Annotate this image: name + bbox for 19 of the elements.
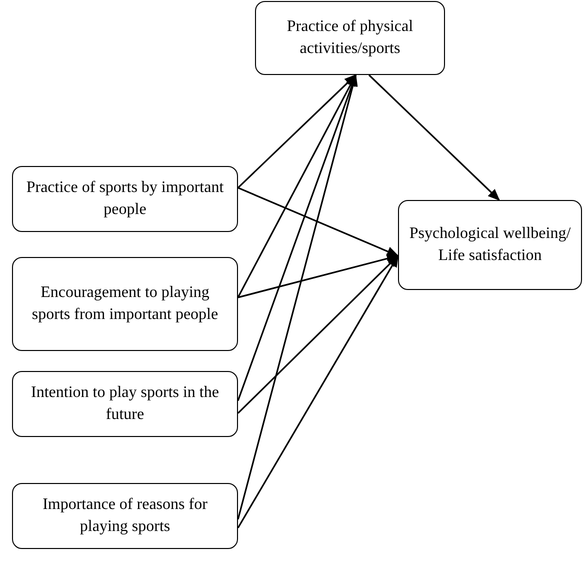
process-box bbox=[12, 166, 238, 232]
process-box bbox=[12, 257, 238, 351]
arrow bbox=[237, 74, 357, 401]
arrow bbox=[238, 254, 399, 298]
node-text: Psychological wellbeing/ Life satisfaction bbox=[408, 224, 572, 266]
process-box bbox=[255, 1, 445, 75]
node-text: Practice of sports by important people bbox=[25, 178, 225, 220]
arrow bbox=[368, 74, 500, 201]
node-text: Encouragement to playing sports from important people bbox=[30, 283, 220, 325]
process-box bbox=[398, 200, 582, 290]
arrow bbox=[237, 74, 356, 188]
arrow bbox=[238, 187, 399, 257]
node-text: Practice of physical activities/sports bbox=[286, 17, 414, 59]
node-text: Intention to play sports in the future bbox=[30, 383, 220, 425]
arrow bbox=[237, 74, 358, 520]
arrow bbox=[237, 74, 356, 298]
node-text: Importance of reasons for playing sports bbox=[42, 495, 208, 537]
process-box bbox=[12, 371, 238, 437]
process-box bbox=[12, 483, 238, 549]
